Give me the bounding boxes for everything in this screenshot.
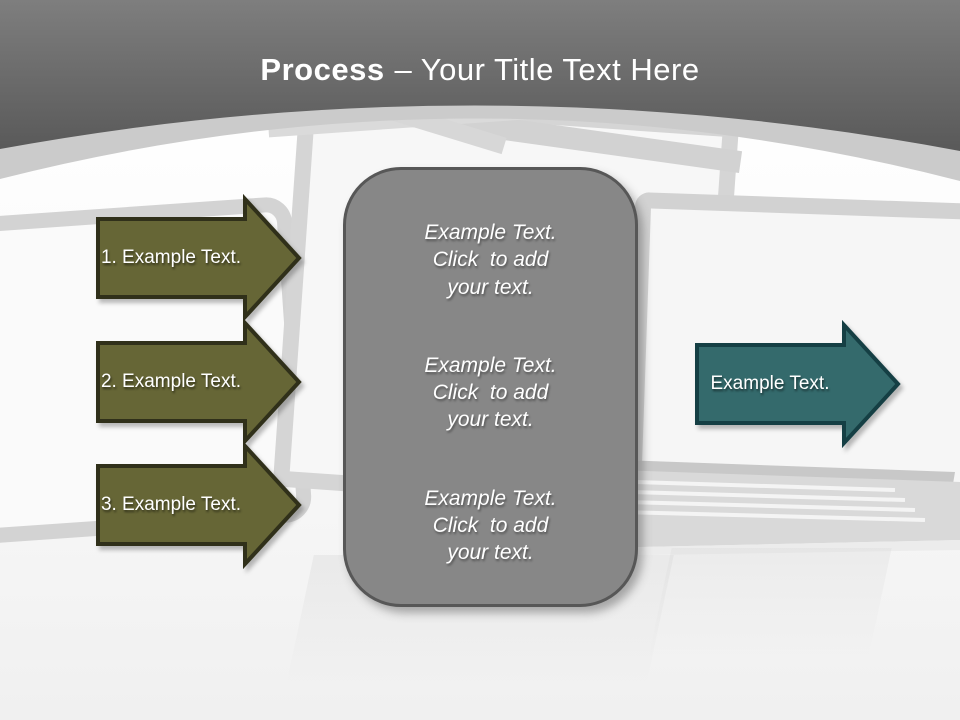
process-step-2-label: 2. Example Text. bbox=[100, 371, 242, 392]
process-step-arrow-2[interactable]: 2. Example Text. bbox=[95, 317, 303, 447]
reflection-streak bbox=[648, 548, 892, 658]
process-step-arrow-3[interactable]: 3. Example Text. bbox=[95, 440, 303, 570]
placeholder-text-3[interactable]: Example Text. Click to add your text. bbox=[424, 486, 557, 565]
process-output-label: Example Text. bbox=[710, 373, 830, 394]
right-arrow-shape bbox=[96, 193, 302, 323]
right-arrow-shape bbox=[96, 440, 302, 570]
right-arrow-shape bbox=[96, 317, 302, 447]
placeholder-text-1[interactable]: Example Text. Click to add your text. bbox=[424, 221, 557, 299]
process-step-arrow-1[interactable]: 1. Example Text. bbox=[95, 193, 303, 323]
placeholder-text-2[interactable]: Example Text. Click to add your text. bbox=[424, 353, 557, 432]
process-step-3-label: 3. Example Text. bbox=[100, 494, 242, 515]
title-rest: – Your Title Text Here bbox=[394, 52, 700, 87]
process-output-arrow[interactable]: Example Text. bbox=[694, 319, 902, 449]
right-arrow-shape bbox=[695, 319, 901, 449]
process-step-1-label: 1. Example Text. bbox=[100, 247, 242, 268]
slide-title[interactable]: Process – Your Title Text Here bbox=[0, 52, 960, 88]
laptop-keyboard-silhouette bbox=[589, 460, 960, 556]
title-emphasis: Process bbox=[260, 52, 385, 87]
process-description-box[interactable]: Example Text. Click to add your text. Ex… bbox=[343, 167, 638, 607]
header-banner bbox=[0, 0, 960, 181]
